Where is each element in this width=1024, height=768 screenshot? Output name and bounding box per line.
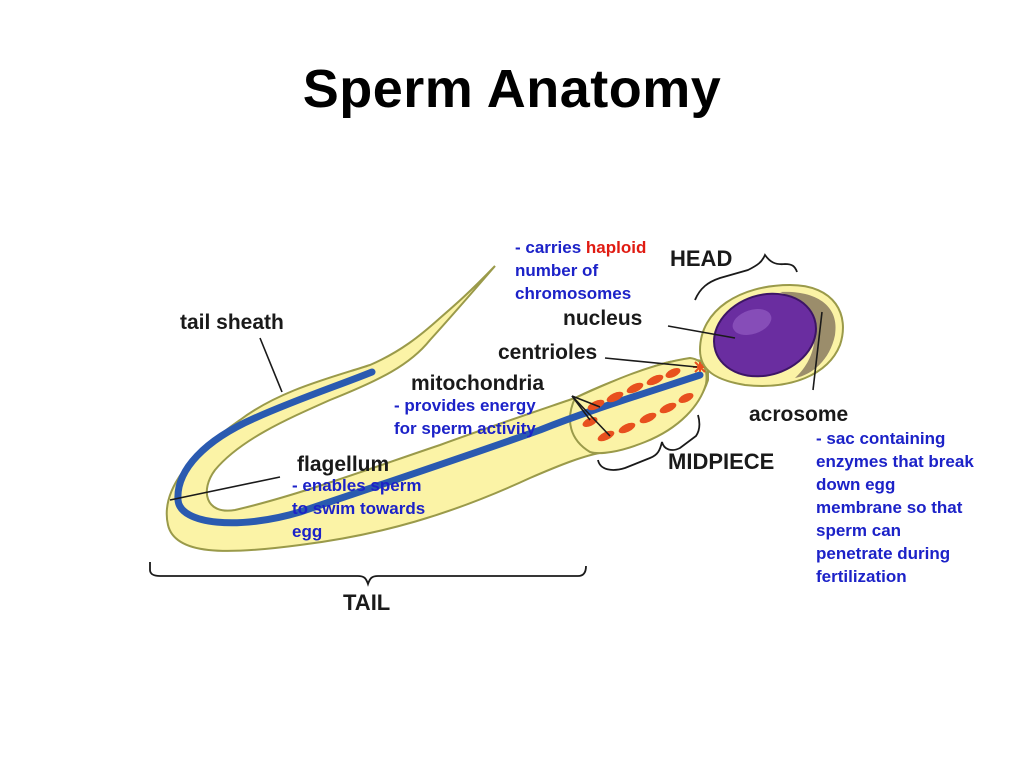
tail-bracket [149, 562, 587, 587]
note-mitochondria-line1: - provides energy [394, 396, 536, 415]
mitochondrion [678, 393, 694, 403]
mitochondrion [639, 412, 657, 424]
note-acrosome-line5: sperm can [816, 521, 902, 540]
label-midpiece: MIDPIECE [668, 449, 775, 474]
note-acrosome-line7: fertilization [816, 567, 907, 586]
mitochondrion [606, 391, 624, 403]
note-flagellum: - enables sperm to swim towards egg [292, 474, 425, 543]
mitochondrion [659, 402, 677, 414]
head-bracket [694, 253, 798, 301]
mitochondrion [597, 430, 615, 442]
mitochondrion [626, 382, 644, 394]
mitochondria-group [582, 368, 694, 442]
nucleus-highlight [732, 309, 772, 335]
label-flagellum: flagellum [297, 453, 390, 476]
mitochondrion [665, 368, 681, 378]
note-flagellum-line1: - enables sperm [292, 476, 422, 495]
note-nucleus-highlight: haploid [585, 238, 647, 257]
note-acrosome-line2: enzymes that break [816, 452, 974, 471]
mitochondrion [618, 422, 636, 434]
note-acrosome: - sac containing enzymes that break down… [816, 427, 974, 588]
label-tail-sheath: tail sheath [180, 311, 284, 334]
mitochondrion [646, 374, 664, 386]
note-acrosome-line3: down egg [816, 475, 896, 494]
note-flagellum-line3: egg [292, 522, 323, 541]
leader-lines [169, 311, 823, 501]
note-nucleus: - carries haploid number of chromosomes [515, 236, 646, 305]
note-nucleus-prefix: - carries [515, 238, 586, 257]
note-acrosome-line4: membrane so that [816, 498, 963, 517]
note-acrosome-line6: penetrate during [816, 544, 951, 563]
note-mitochondria-line2: for sperm activity [394, 419, 536, 438]
label-acrosome: acrosome [749, 403, 849, 426]
nucleus-shape [713, 292, 817, 378]
note-nucleus-line3: chromosomes [515, 284, 632, 303]
label-centrioles: centrioles [498, 341, 598, 364]
axial-filament [174, 368, 704, 527]
label-tail: TAIL [343, 590, 391, 615]
note-flagellum-line2: to swim towards [292, 499, 426, 518]
midpiece-bracket [597, 414, 701, 471]
label-mitochondria: mitochondria [411, 372, 545, 395]
note-nucleus-line1: - carries haploid [515, 236, 646, 259]
note-mitochondria: - provides energy for sperm activity [394, 394, 536, 440]
note-nucleus-line2: number of [515, 261, 599, 280]
label-nucleus: nucleus [563, 307, 643, 330]
page-title: Sperm Anatomy [302, 59, 722, 119]
note-acrosome-line1: - sac containing [816, 429, 946, 448]
label-head: HEAD [670, 246, 733, 271]
